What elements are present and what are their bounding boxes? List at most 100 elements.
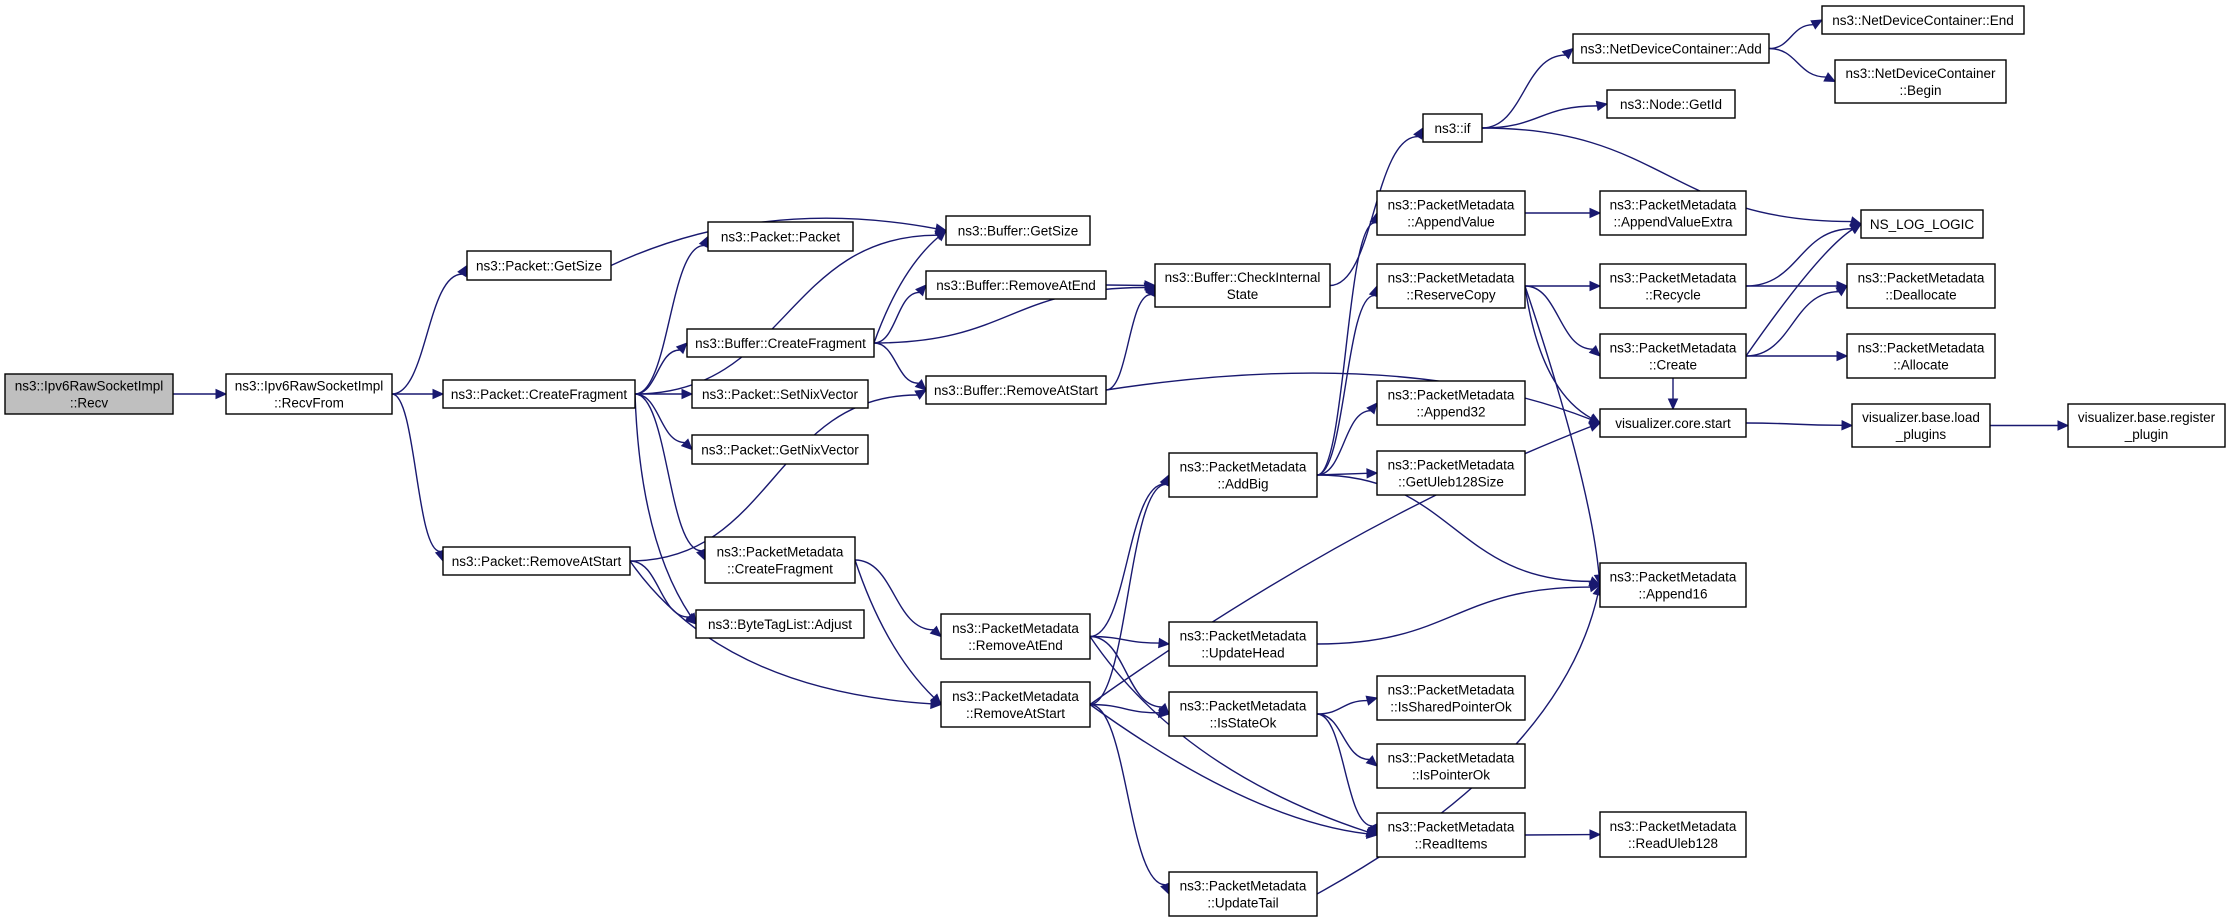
edge-line [1089, 703, 1160, 714]
node-pm-recycle[interactable]: ns3::PacketMetadata::Recycle [1599, 263, 1747, 309]
node-box [1860, 209, 1984, 239]
node-box [442, 546, 631, 576]
node-pm-create[interactable]: ns3::PacketMetadata::Create [1599, 333, 1747, 379]
node-btl-adjust[interactable]: ns3::ByteTagList::Adjust [695, 609, 865, 639]
node-label: ::CreateFragment [727, 562, 833, 577]
node-pm-updatehead[interactable]: ns3::PacketMetadata::UpdateHead [1168, 621, 1318, 667]
node-pm-readuleb[interactable]: ns3::PacketMetadata::ReadUleb128 [1599, 811, 1747, 858]
node-pm-updatetail[interactable]: ns3::PacketMetadata::UpdateTail [1168, 871, 1318, 917]
node-label: ::ReadItems [1415, 837, 1488, 852]
node-recv[interactable]: ns3::Ipv6RawSocketImpl::Recv [4, 373, 174, 415]
node-label: ns3::Ipv6RawSocketImpl [235, 379, 384, 394]
node-node-getid[interactable]: ns3::Node::GetId [1606, 89, 1736, 119]
edge-pm_addbig-to-pm_reservecopy [1316, 284, 1379, 476]
node-pm-append16[interactable]: ns3::PacketMetadata::Append16 [1599, 562, 1747, 608]
node-box [686, 328, 875, 358]
node-viz-load[interactable]: visualizer.base.load_plugins [1851, 403, 1991, 448]
node-box [1599, 562, 1747, 608]
arrowhead [1841, 419, 1854, 431]
node-label: ns3::NetDeviceContainer::Add [1580, 42, 1762, 57]
edge-line [634, 244, 704, 395]
edge-pm_reservecopy-to-pm_append16 [1524, 285, 1605, 587]
edge-ns3_if-to-ndc_add [1481, 47, 1574, 129]
node-pm-addbig[interactable]: ns3::PacketMetadata::AddBig [1168, 452, 1318, 498]
node-label: ::Append32 [1416, 405, 1485, 420]
node-label: ::Begin [1899, 83, 1941, 98]
node-label: ns3::PacketMetadata [952, 689, 1079, 704]
edge-line [629, 560, 932, 705]
node-pm-readitems[interactable]: ns3::PacketMetadata::ReadItems [1376, 812, 1526, 858]
node-box [1599, 190, 1747, 236]
node-pkt-getsize[interactable]: ns3::Packet::GetSize [466, 250, 612, 281]
node-ns-log-logic[interactable]: NS_LOG_LOGIC [1860, 209, 1984, 239]
node-box [1376, 743, 1526, 789]
edge-line [1089, 703, 1368, 835]
node-pkt-removeatstart[interactable]: ns3::Packet::RemoveAtStart [442, 546, 631, 576]
node-pm-appendvalueextra[interactable]: ns3::PacketMetadata::AppendValueExtra [1599, 190, 1747, 236]
node-label: ns3::if [1434, 121, 1470, 136]
node-pm-isstateok[interactable]: ns3::PacketMetadata::IsStateOk [1168, 691, 1318, 737]
node-pm-append32[interactable]: ns3::PacketMetadata::Append32 [1376, 380, 1526, 426]
node-buf-createfrag[interactable]: ns3::Buffer::CreateFragment [686, 328, 875, 358]
node-viz-register[interactable]: visualizer.base.register_plugin [2067, 403, 2226, 448]
node-label: ns3::Packet::Packet [721, 230, 841, 245]
node-pm-allocate[interactable]: ns3::PacketMetadata::Allocate [1846, 333, 1996, 379]
node-ns3-if[interactable]: ns3::if [1422, 113, 1483, 143]
node-viz-start[interactable]: visualizer.core.start [1599, 408, 1747, 438]
edge-line [854, 559, 935, 699]
node-ndc-begin[interactable]: ns3::NetDeviceContainer::Begin [1834, 59, 2007, 104]
edge-viz_load-to-viz_register [1990, 420, 2070, 431]
node-label: ::IsPointerOk [1412, 768, 1490, 783]
edge-line [634, 393, 692, 617]
node-recvfrom[interactable]: ns3::Ipv6RawSocketImpl::RecvFrom [225, 373, 393, 415]
arrowhead [1835, 285, 1849, 297]
node-buf-removeatend[interactable]: ns3::Buffer::RemoveAtEnd [925, 270, 1107, 300]
node-label: ns3::Node::GetId [1620, 97, 1722, 112]
node-pkt-getnix[interactable]: ns3::Packet::GetNixVector [691, 434, 869, 465]
node-pm-removeatend[interactable]: ns3::PacketMetadata::RemoveAtEnd [940, 613, 1091, 660]
edge-line [1745, 290, 1839, 357]
node-pm-dealloc[interactable]: ns3::PacketMetadata::Deallocate [1846, 263, 1996, 309]
edge-pm_createfrag-to-pm_removeatstart [854, 559, 942, 706]
node-label: _plugin [2124, 427, 2169, 442]
node-buf-getsize[interactable]: ns3::Buffer::GetSize [945, 215, 1091, 246]
node-label: ns3::PacketMetadata [1180, 629, 1307, 644]
node-pm-reservecopy[interactable]: ns3::PacketMetadata::ReserveCopy [1376, 263, 1526, 309]
arrowhead [432, 388, 445, 400]
node-label: ns3::NetDeviceContainer::End [1832, 13, 2014, 28]
arrowhead [1589, 207, 1602, 219]
arrowhead [1365, 755, 1378, 767]
node-pm-createfrag[interactable]: ns3::PacketMetadata::CreateFragment [704, 536, 856, 584]
node-box [1168, 871, 1318, 917]
node-pm-getuleb[interactable]: ns3::PacketMetadata::GetUleb128Size [1376, 450, 1526, 496]
edge-pkt_createfrag-to-pkt_packet [634, 235, 709, 395]
node-label: ns3::PacketMetadata [1858, 341, 1985, 356]
node-ndc-end[interactable]: ns3::NetDeviceContainer::End [1821, 5, 2025, 35]
node-pkt-setnix[interactable]: ns3::Packet::SetNixVector [691, 379, 869, 409]
edge-buf_removeatstart-to-viz_start [1105, 372, 1602, 425]
arrowhead [1588, 581, 1602, 593]
node-buf-removeatstart[interactable]: ns3::Buffer::RemoveAtStart [925, 375, 1107, 405]
node-box [1846, 333, 1996, 379]
node-ndc-add[interactable]: ns3::NetDeviceContainer::Add [1572, 33, 1770, 64]
node-label: ::AppendValue [1407, 215, 1495, 230]
node-pm-appendvalue[interactable]: ns3::PacketMetadata::AppendValue [1376, 190, 1526, 236]
edge-line [634, 393, 702, 552]
arrowhead [680, 438, 693, 451]
node-pkt-packet[interactable]: ns3::Packet::Packet [707, 221, 854, 252]
node-box [1168, 691, 1318, 737]
node-label: ::IsStateOk [1210, 716, 1277, 731]
node-pm-issharedptr[interactable]: ns3::PacketMetadata::IsSharedPointerOk [1376, 675, 1526, 721]
arrowhead [1366, 402, 1378, 415]
node-pm-removeatstart[interactable]: ns3::PacketMetadata::RemoveAtStart [940, 681, 1091, 728]
edge-ndc_add-to-ndc_begin [1768, 47, 1837, 83]
node-pm-isptrok[interactable]: ns3::PacketMetadata::IsPointerOk [1376, 743, 1526, 789]
arrowhead [2057, 420, 2070, 431]
node-label: visualizer.core.start [1615, 416, 1731, 431]
edge-line [1745, 422, 1843, 426]
arrowhead [929, 693, 942, 706]
node-pkt-createfrag[interactable]: ns3::Packet::CreateFragment [442, 379, 636, 409]
node-label: ns3::Buffer::RemoveAtStart [934, 383, 1098, 398]
